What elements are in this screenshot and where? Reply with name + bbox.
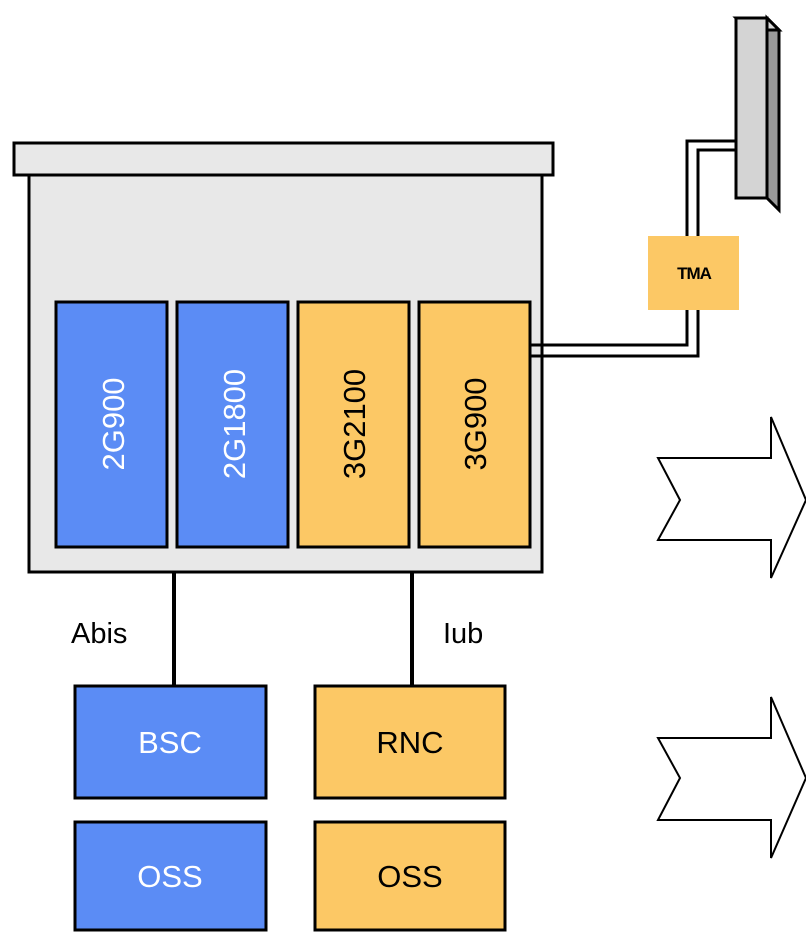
tma-label: TMA (677, 264, 712, 283)
rnc-box (313, 684, 507, 800)
cabinet-lid (12, 141, 555, 177)
oss-3g-label: OSS (377, 859, 442, 894)
bsc-label: BSC (138, 725, 202, 760)
antenna-icon (732, 14, 783, 214)
module-3g900-label: 3G900 (458, 377, 493, 470)
feeder-line-upper (530, 310, 689, 347)
interface-lines (172, 572, 414, 686)
antenna-front (734, 16, 769, 200)
oss-2g-label: OSS (137, 859, 202, 894)
module-3g2100-box (296, 300, 411, 549)
antenna-side (765, 14, 781, 214)
oss-3g-node: OSS (313, 820, 507, 932)
module-3g2100-label: 3G2100 (337, 369, 372, 479)
rnc-label: RNC (376, 725, 443, 760)
feeder-line-lower (530, 310, 700, 358)
antenna-feeder-left (685, 139, 740, 236)
iub-label: Iub (443, 618, 483, 650)
module-2g900: 2G900 (54, 300, 169, 549)
module-2g900-label: 2G900 (96, 377, 131, 470)
arrow-right-icon (656, 416, 806, 579)
bsc-node: BSC (73, 684, 268, 800)
oss-2g-node: OSS (73, 820, 268, 932)
oss-3g-box (313, 820, 507, 932)
module-2g1800-label: 2G1800 (217, 369, 252, 479)
feeder-cable (530, 139, 740, 358)
tma-box (648, 236, 739, 310)
module-3g2100: 3G2100 (296, 300, 411, 549)
module-2g1800: 2G1800 (175, 300, 290, 549)
oss-2g-box (73, 820, 268, 932)
rnc-node: RNC (313, 684, 507, 800)
arrow-right-icon (656, 696, 806, 859)
module-2g900-box (54, 300, 169, 549)
antenna-feeder-right (696, 148, 740, 236)
abis-label: Abis (71, 618, 127, 650)
module-3g900: 3G900 (417, 300, 532, 549)
module-2g1800-box (175, 300, 290, 549)
bsc-box (73, 684, 268, 800)
tma: TMA (648, 236, 739, 310)
module-3g900-box (417, 300, 532, 549)
